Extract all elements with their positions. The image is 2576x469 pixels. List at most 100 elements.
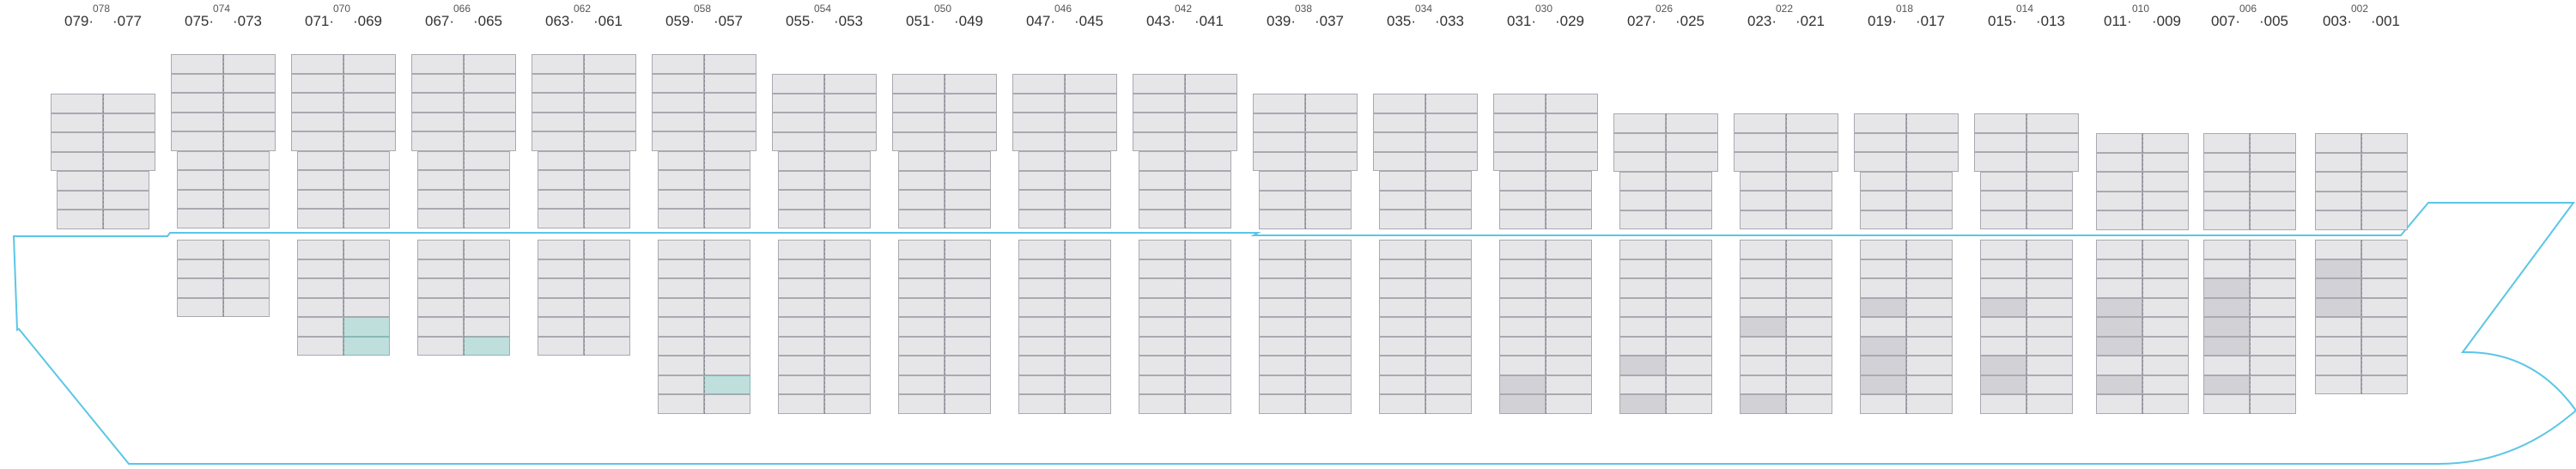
deck-slot (1185, 131, 1237, 151)
deck-slot (171, 93, 223, 113)
deck-slot (1854, 152, 1906, 172)
hold-slot (1259, 240, 1305, 259)
bay-label-007: 007··005 (2211, 13, 2288, 30)
deck-slot (1499, 171, 1546, 191)
hold-slot (1139, 375, 1185, 394)
hold-slot (898, 240, 945, 259)
deck-slot (103, 151, 155, 171)
bay-label-031: 031··029 (1507, 13, 1584, 30)
deck-slot (343, 54, 396, 74)
bay-number-right: ·065 (472, 13, 502, 29)
deck-slot (1860, 171, 1906, 191)
deck-slot (223, 54, 276, 74)
hold-slot (704, 259, 750, 278)
hold-slot (898, 394, 945, 414)
hold-slot (2142, 297, 2189, 317)
hold-centerline (2142, 240, 2143, 414)
hold-slot (704, 394, 750, 414)
deck-slot (652, 54, 704, 74)
deck-centerline (223, 54, 224, 228)
deck-slot (291, 112, 343, 131)
hold-slot (2026, 356, 2073, 375)
hold-slot (177, 259, 223, 278)
bay-top-number-002: 002 (2351, 3, 2369, 15)
deck-slot (417, 189, 464, 209)
deck-centerline (704, 54, 705, 228)
bay-number-left: 051· (906, 13, 936, 29)
deck-slot (1786, 113, 1838, 133)
hold-slot (1786, 259, 1832, 278)
deck-slot (1860, 191, 1906, 210)
hold-slot (2026, 278, 2073, 298)
hold-slot (2142, 375, 2189, 394)
deck-slot (1493, 113, 1546, 132)
deck-slot (704, 112, 756, 131)
deck-slot (892, 74, 945, 94)
hold-slot (1666, 356, 1712, 375)
deck-slot (1065, 131, 1117, 151)
deck-slot (945, 151, 991, 171)
deck-slot (297, 209, 343, 228)
deck-centerline (2250, 133, 2251, 230)
deck-slot (1373, 151, 1425, 171)
deck-slot (411, 112, 464, 131)
hold-slot (1740, 356, 1786, 375)
deck-slot (411, 93, 464, 113)
deck-slot (1305, 151, 1358, 171)
hold-slot (1065, 297, 1111, 317)
hold-slot (2203, 356, 2250, 375)
hold-slot (538, 259, 584, 278)
deck-slot (1425, 132, 1478, 152)
hold-slot (2026, 259, 2073, 278)
hold-slot (2250, 297, 2296, 317)
deck-slot (1499, 210, 1546, 229)
deck-slot (778, 190, 824, 210)
deck-slot (1139, 170, 1185, 190)
bay-number-left: 043· (1146, 13, 1176, 29)
deck-slot (417, 170, 464, 190)
hold-slot (1425, 259, 1472, 278)
bay-number-left: 071· (305, 13, 335, 29)
deck-slot (1259, 210, 1305, 229)
hold-slot (1786, 394, 1832, 414)
hold-slot (1379, 240, 1425, 259)
hold-centerline (2250, 240, 2251, 414)
hold-slot (1379, 278, 1425, 298)
hold-slot (584, 278, 630, 298)
hold-slot (1259, 394, 1305, 414)
hold-slot (1786, 278, 1832, 298)
hold-slot (2250, 394, 2296, 414)
deck-slot (1425, 94, 1478, 113)
deck-slot (945, 170, 991, 190)
bay-top-number-038: 038 (1295, 3, 1313, 15)
hold-slot (2142, 356, 2189, 375)
hold-slot (2250, 375, 2296, 394)
hold-slot (2361, 278, 2408, 298)
hold-centerline (1666, 240, 1667, 414)
hold-slot (464, 297, 510, 317)
deck-slot (2142, 191, 2189, 210)
hold-slot (1980, 394, 2026, 414)
deck-slot (1666, 113, 1718, 133)
deck-slot (1906, 171, 1953, 191)
hold-slot (1980, 375, 2026, 394)
deck-slot (1546, 113, 1598, 132)
deck-slot (2315, 191, 2361, 210)
deck-slot (658, 189, 704, 209)
hold-slot (824, 336, 871, 356)
bay-number-left: 067· (425, 13, 455, 29)
deck-slot (584, 73, 636, 93)
bay-label-023: 023··021 (1747, 13, 1825, 30)
bay-number-right: ·069 (352, 13, 382, 29)
deck-slot (1259, 190, 1305, 210)
hold-slot (2315, 240, 2361, 259)
deck-slot (1139, 151, 1185, 171)
deck-slot (417, 150, 464, 170)
deck-slot (1425, 210, 1472, 229)
hold-slot (1906, 356, 1953, 375)
deck-slot (2026, 171, 2073, 191)
deck-slot (1666, 171, 1712, 191)
deck-slot (532, 73, 584, 93)
hold-slot (945, 375, 991, 394)
deck-slot (343, 170, 390, 190)
